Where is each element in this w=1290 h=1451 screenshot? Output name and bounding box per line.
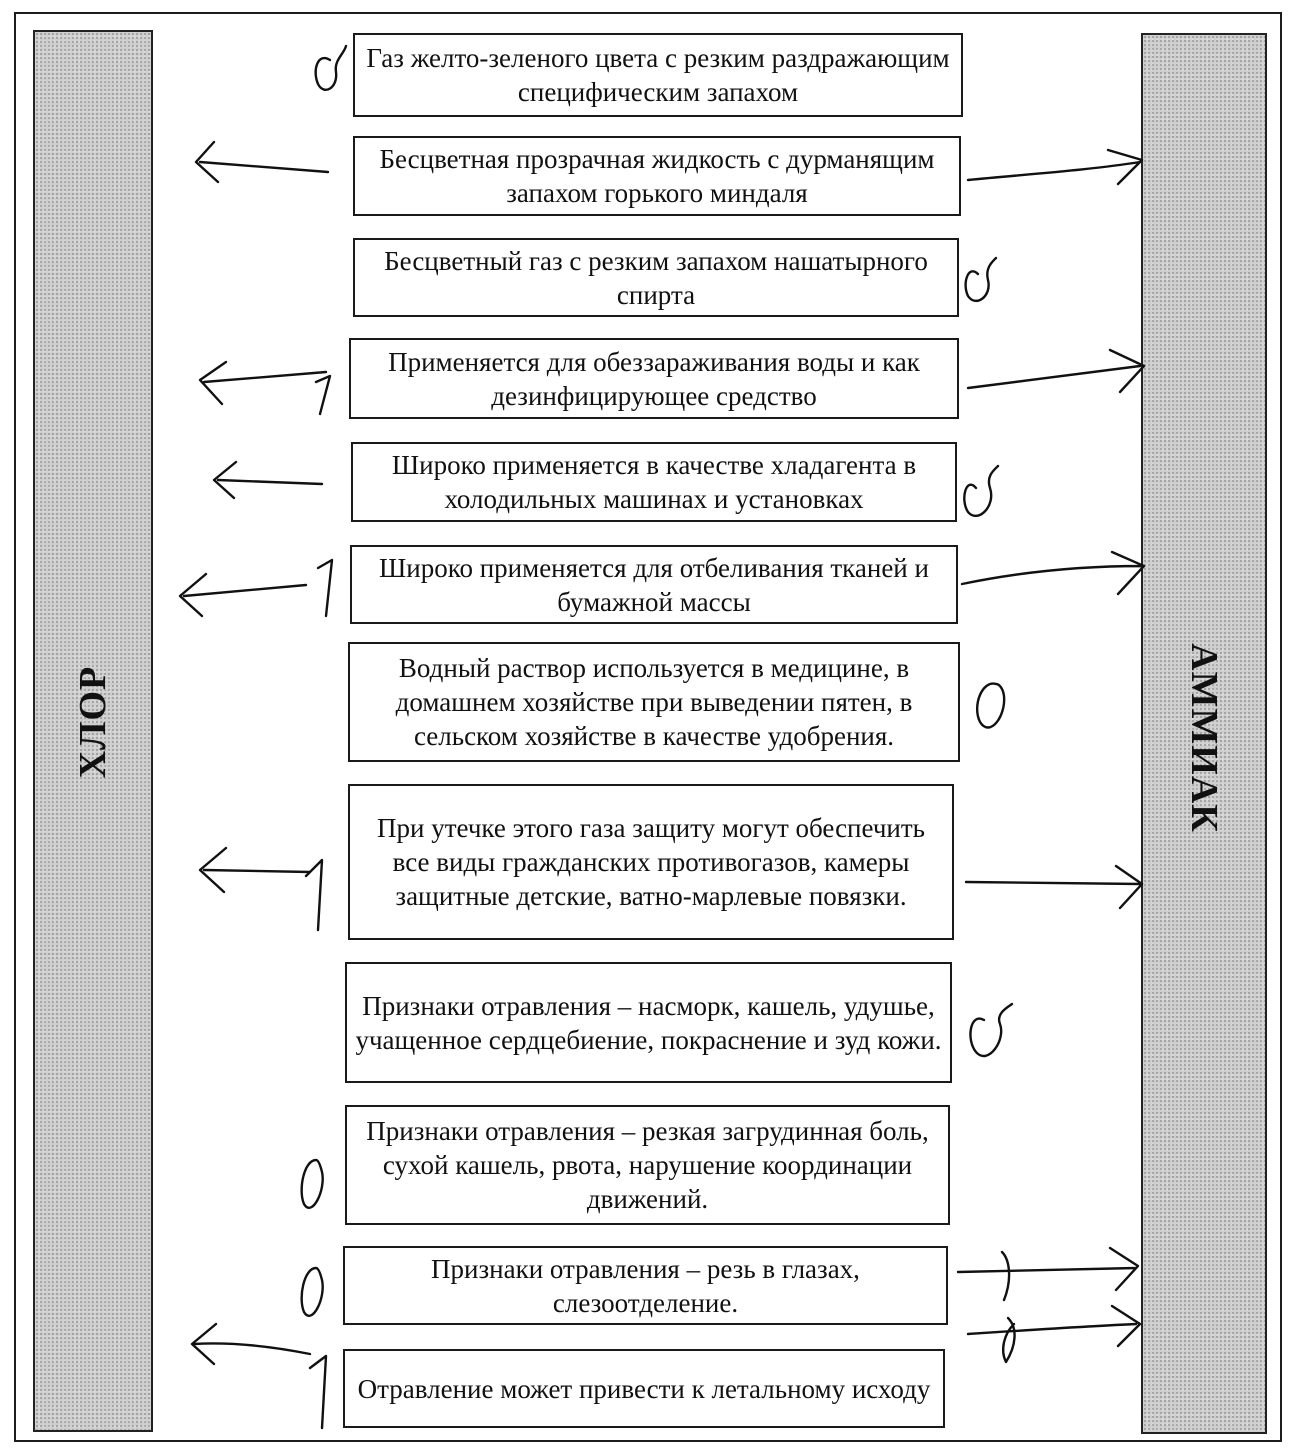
statement-box-3: Бесцветный газ с резким запахом нашатырн… — [353, 238, 959, 317]
statement-box-10: Признаки отравления – резкая загрудинная… — [345, 1105, 950, 1225]
statement-text-10: Признаки отравления – резкая загрудинная… — [366, 1116, 929, 1214]
statement-text-2: Бесцветная прозрачная жидкость с дурманя… — [379, 144, 935, 208]
statement-box-6: Широко применяется для отбеливания ткане… — [350, 545, 958, 624]
right-column-ammonia — [1141, 33, 1267, 1434]
statement-box-11: Признаки отравления – резь в глазах, сле… — [343, 1246, 948, 1325]
statement-box-12: Отравление может привести к летальному и… — [343, 1349, 945, 1428]
statement-text-12: Отравление может привести к летальному и… — [357, 1373, 931, 1404]
left-column-label: ХЛОР — [72, 665, 114, 779]
statement-box-1: Газ желто-зеленого цвета с резким раздра… — [353, 33, 963, 117]
statement-text-1: Газ желто-зеленого цвета с резким раздра… — [366, 43, 950, 107]
statement-box-9: Признаки отравления – насморк, кашель, у… — [345, 962, 952, 1083]
statement-text-9: Признаки отравления – насморк, кашель, у… — [355, 990, 942, 1055]
worksheet-frame — [14, 12, 1282, 1442]
statement-box-5: Широко применяется в качестве хладагента… — [351, 442, 957, 522]
statement-text-5: Широко применяется в качестве хладагента… — [391, 450, 917, 514]
statement-box-7: Водный раствор используется в медицине, … — [348, 642, 960, 762]
left-column-chlorine — [33, 30, 153, 1432]
statement-text-4: Применяется для обеззараживания воды и к… — [388, 346, 920, 411]
statement-text-3: Бесцветный газ с резким запахом нашатырн… — [384, 245, 928, 310]
statement-text-11: Признаки отравления – резь в глазах, сле… — [431, 1253, 860, 1318]
statement-text-8: При утечке этого газа защиту могут обесп… — [377, 813, 925, 911]
statement-text-6: Широко применяется для отбеливания ткане… — [379, 552, 929, 617]
statement-box-4: Применяется для обеззараживания воды и к… — [349, 338, 959, 419]
statement-text-7: Водный раствор используется в медицине, … — [395, 653, 913, 751]
statement-box-8: При утечке этого газа защиту могут обесп… — [348, 784, 954, 940]
statement-box-2: Бесцветная прозрачная жидкость с дурманя… — [353, 136, 961, 216]
right-column-label: АММИАК — [1183, 643, 1225, 833]
